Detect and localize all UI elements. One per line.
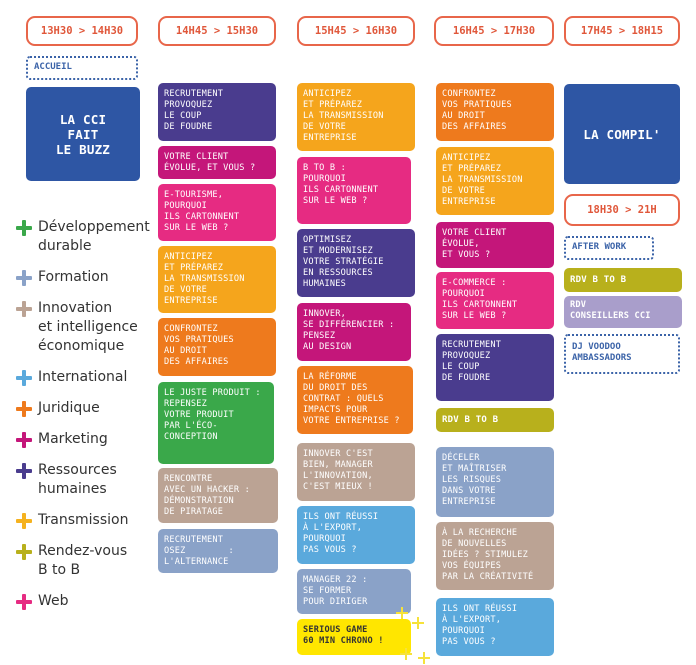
session-hacker: RENCONTRE AVEC UN HACKER : DÉMONSTRATION… <box>158 468 278 523</box>
legend-international: International <box>16 368 127 387</box>
plus-icon <box>16 513 32 529</box>
time-slot-4: 16H45 > 17H30 <box>434 16 554 46</box>
session-btob-web: B TO B : POURQUOI ILS CARTONNENT SUR LE … <box>297 157 411 224</box>
sparkle-icon <box>400 648 412 660</box>
session-risques: DÉCELER ET MAÎTRISER LES RISQUES DANS VO… <box>436 447 554 517</box>
session-recrutement-2: RECRUTEMENT PROVOQUEZ LE COUP DE FOUDRE <box>436 334 554 401</box>
time-slot-3: 15H45 > 16H30 <box>297 16 415 46</box>
time-slot-2: 14H45 > 15H30 <box>158 16 276 46</box>
time-slot-1: 13H30 > 14H30 <box>26 16 138 46</box>
session-innover-manager: INNOVER C'EST BIEN, MANAGER L'INNOVATION… <box>297 443 415 501</box>
plus-icon <box>16 270 32 286</box>
dj-voodoo-box: DJ VOODOO AMBASSADORS <box>564 334 680 374</box>
session-la-cci-fait-le-buzz: LA CCI FAIT LE BUZZ <box>26 87 140 181</box>
session-confrontez-droit-2: CONFRONTEZ VOS PRATIQUES AU DROIT DES AF… <box>436 83 554 141</box>
time-slot-6: 18H30 > 21H <box>564 194 680 226</box>
session-votre-client-evolue: VOTRE CLIENT ÉVOLUE, ET VOUS ? <box>158 146 276 179</box>
legend-transmission: Transmission <box>16 511 128 530</box>
session-manager-22: MANAGER 22 : SE FORMER POUR DIRIGER <box>297 569 411 614</box>
session-export-2: ILS ONT RÉUSSI À L'EXPORT, POURQUOI PAS … <box>436 598 554 656</box>
plus-icon <box>16 220 32 236</box>
sparkle-icon <box>418 652 430 664</box>
plus-icon <box>16 301 32 317</box>
plus-icon <box>16 594 32 610</box>
after-work-box: AFTER WORK <box>564 236 654 260</box>
legend-rendez-vous-btob: Rendez-vous B to B <box>16 542 127 580</box>
session-export: ILS ONT RÉUSSI À L'EXPORT, POURQUOI PAS … <box>297 506 415 564</box>
plus-icon <box>16 401 32 417</box>
legend-ressources-humaines: Ressources humaines <box>16 461 117 499</box>
session-la-compil: LA COMPIL' <box>564 84 680 184</box>
plus-icon <box>16 370 32 386</box>
accueil-box: ACCUEIL <box>26 56 138 80</box>
plus-icon <box>16 544 32 560</box>
time-slot-5: 17H45 > 18H15 <box>564 16 680 46</box>
session-anticipez-transmission-2: ANTICIPEZ ET PRÉPAREZ LA TRANSMISSION DE… <box>297 83 415 151</box>
session-e-commerce: E-COMMERCE : POURQUOI ILS CARTONNENT SUR… <box>436 272 554 329</box>
plus-icon <box>16 463 32 479</box>
legend-web: Web <box>16 592 69 611</box>
legend-marketing: Marketing <box>16 430 108 449</box>
session-juste-produit: LE JUSTE PRODUIT : REPENSEZ VOTRE PRODUI… <box>158 382 274 464</box>
sparkle-icon <box>412 617 424 629</box>
session-alternance: RECRUTEMENT OSEZ : L'ALTERNANCE <box>158 529 278 573</box>
session-strategie-rh: OPTIMISEZ ET MODERNISEZ VOTRE STRATÉGIE … <box>297 229 415 297</box>
legend-formation: Formation <box>16 268 109 287</box>
plus-icon <box>16 432 32 448</box>
sparkle-icon <box>396 607 408 619</box>
legend-juridique: Juridique <box>16 399 100 418</box>
session-rdv-btob: RDV B TO B <box>436 408 554 432</box>
session-confrontez-droit: CONFRONTEZ VOS PRATIQUES AU DROIT DES AF… <box>158 318 276 376</box>
session-reforme-droit: LA RÉFORME DU DROIT DES CONTRAT : QUELS … <box>297 366 413 434</box>
session-anticipez-transmission-3: ANTICIPEZ ET PRÉPAREZ LA TRANSMISSION DE… <box>436 147 554 215</box>
session-anticipez-transmission: ANTICIPEZ ET PRÉPAREZ LA TRANSMISSION DE… <box>158 246 276 313</box>
session-design: INNOVER, SE DIFFÉRENCIER : PENSEZ AU DES… <box>297 303 411 361</box>
session-rdv-conseillers: RDV CONSEILLERS CCI <box>564 296 682 328</box>
legend-developpement-durable: Développement durable <box>16 218 150 256</box>
session-rdv-btob-2: RDV B TO B <box>564 268 682 292</box>
session-serious-game: SERIOUS GAME 60 MIN CHRONO ! <box>297 619 411 655</box>
legend-innovation: Innovation et intelligence économique <box>16 299 138 356</box>
session-recrutement-coup-de-foudre: RECRUTEMENT PROVOQUEZ LE COUP DE FOUDRE <box>158 83 276 141</box>
session-creativite: À LA RECHERCHE DE NOUVELLES IDÉES ? STIM… <box>436 522 554 590</box>
session-votre-client-2: VOTRE CLIENT ÉVOLUE, ET VOUS ? <box>436 222 554 268</box>
session-e-tourisme: E-TOURISME, POURQUOI ILS CARTONNENT SUR … <box>158 184 276 241</box>
